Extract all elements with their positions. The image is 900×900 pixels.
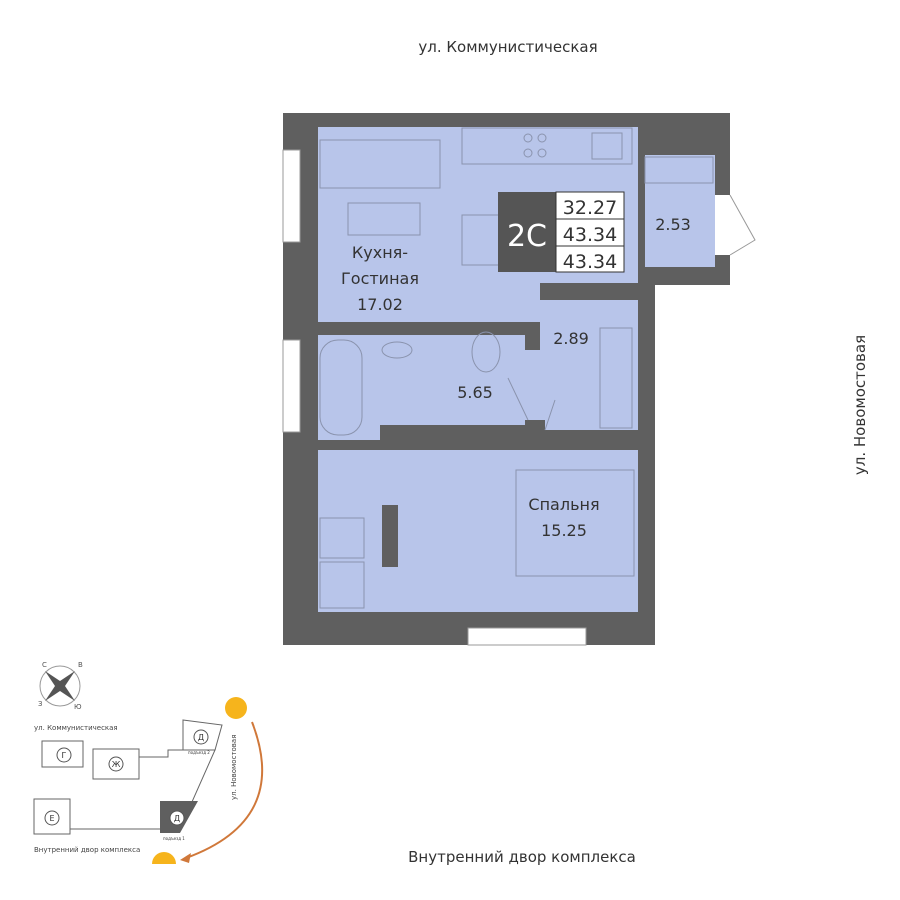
entrance-1-label: подъезд 1 [163,836,185,841]
tv [382,505,398,567]
street-bottom: Внутренний двор комплекса [408,848,636,866]
compass-west: З [38,700,43,708]
building-g [41,740,84,768]
stove-burner [537,133,547,143]
window-bedroom [467,627,587,646]
balcony-area: 2.53 [655,215,691,234]
bedroom-area: 15.25 [541,521,587,540]
building-label: Е [49,814,54,823]
kitchen-name-line2: Гостиная [341,269,419,288]
compass-icon: С В З Ю [38,661,83,711]
total-area: 43.34 [563,224,617,246]
door-swings [507,377,556,431]
sunset-icon [152,852,176,864]
site-street-top: ул. Коммунистическая [34,724,118,732]
entrance-2-label: подъезд 2 [188,750,210,755]
street-top: ул. Коммунистическая [418,38,597,56]
window-kitchen [282,149,301,243]
complex-outline [70,749,216,830]
toilet [471,331,501,373]
window-bath [282,339,301,433]
total-area-2: 43.34 [563,251,617,273]
washbasin [381,341,413,359]
kitchen-area: 17.02 [357,295,403,314]
bedroom [318,450,638,612]
windows [282,149,756,646]
site-courtyard: Внутренний двор комплекса [34,846,140,854]
bath-area: 5.65 [457,383,493,402]
desk [319,517,365,559]
hall-area: 2.89 [553,329,589,348]
stove-burner [537,148,547,158]
street-right: ул. Новомостовая [851,335,869,475]
building-e [33,798,71,835]
wardrobe [599,327,633,429]
stove-burner [523,148,533,158]
sun-path-arrow [185,721,264,859]
building-label: Д [174,814,180,823]
balcony-rack [644,156,714,184]
stove-burner [523,133,533,143]
compass-south: Ю [74,703,82,711]
building-d-entrance-2 [182,719,223,751]
compass-east: В [78,661,83,669]
hallway [525,300,638,430]
balcony-door [729,194,756,256]
bed [515,469,635,577]
site-plan: С В З Ю ул. Коммунистическая Г Ж Е Д Д п… [33,661,264,864]
coffee-table [347,202,421,236]
sofa [319,139,441,189]
kitchen-living-room [318,127,638,322]
armchair [319,561,365,609]
building-label: Ж [112,760,121,769]
building-zh [92,748,140,780]
sink [591,132,623,160]
kitchen-name-line1: Кухня- [352,243,408,262]
bathtub [319,339,363,436]
building-label: Д [198,733,204,742]
site-street-right: ул. Новомостовая [230,735,238,800]
sun-icon [225,697,247,719]
kitchen-counter [461,127,633,165]
rooms [318,127,715,612]
furniture [319,127,714,609]
building-label: Г [62,751,67,760]
apartment-type: 2С [507,219,547,254]
bathroom [318,335,525,440]
room-labels: Кухня- Гостиная 17.02 2.53 2.89 5.65 Спа… [341,215,691,540]
compass-north: С [42,661,47,669]
arrowhead-icon [180,853,191,863]
bedroom-name: Спальня [528,495,599,514]
balcony [645,155,715,267]
apartment-badge: 2С 32.27 43.34 43.34 [498,191,625,273]
living-area: 32.27 [563,197,617,219]
